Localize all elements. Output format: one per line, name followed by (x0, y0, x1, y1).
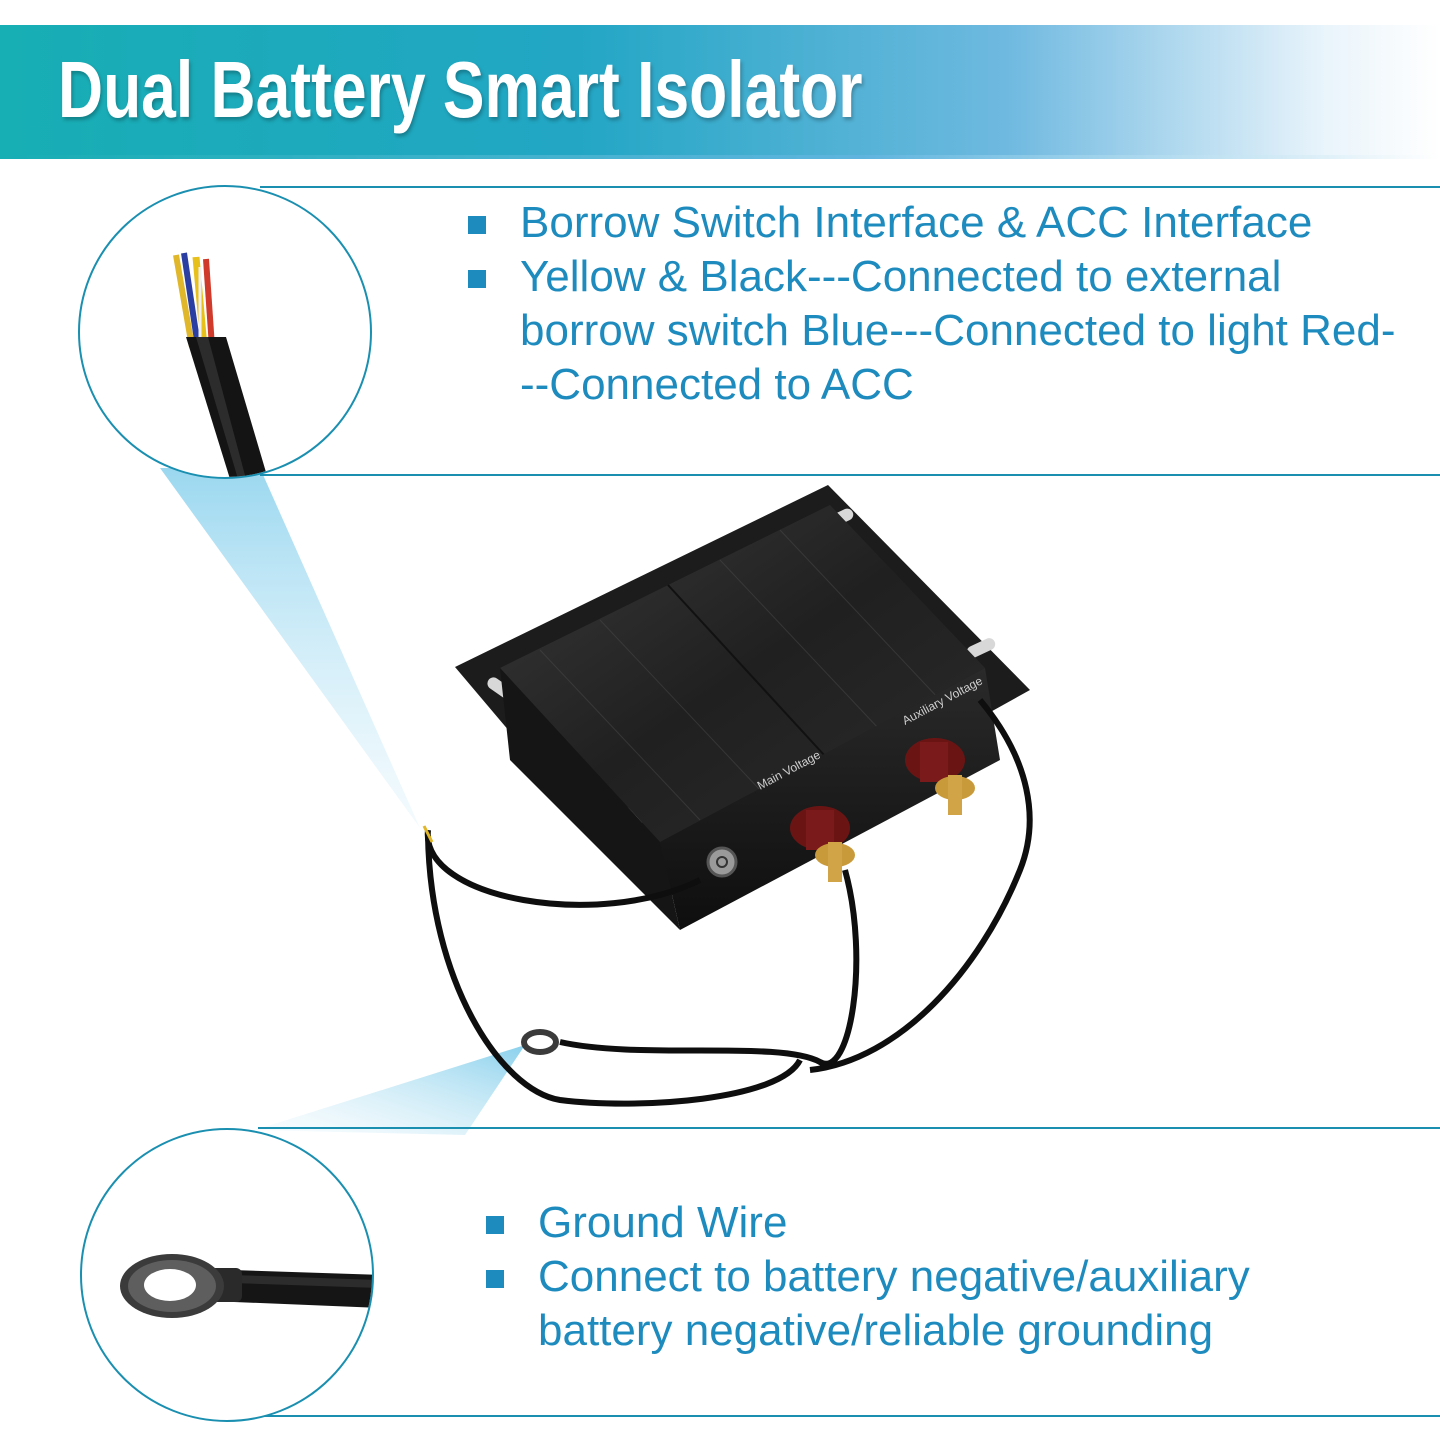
wire-bundle-detail-circle (78, 185, 372, 479)
bottom-beam (255, 1045, 525, 1135)
signal-cable (424, 829, 702, 908)
housing-top (500, 505, 985, 842)
ring-terminal-image (120, 1254, 372, 1318)
top-callout-bottom-rule (260, 474, 1440, 476)
list-item: Ground Wire (486, 1196, 1386, 1250)
bullet-square-icon (468, 216, 486, 234)
mounting-slot (966, 638, 996, 658)
top-callout-list: Borrow Switch Interface & ACC Interface … (468, 196, 1408, 412)
title-banner (0, 25, 1440, 155)
housing-left-side (500, 668, 680, 930)
list-item: Borrow Switch Interface & ACC Interface (468, 196, 1408, 250)
bottom-callout-top-rule (258, 1127, 1440, 1129)
bullet-square-icon (486, 1216, 504, 1234)
aux-cable (809, 698, 1033, 1073)
main-terminal-stud (828, 842, 842, 882)
bullet-square-icon (486, 1270, 504, 1288)
bottom-callout-bottom-rule (258, 1415, 1440, 1417)
push-button (706, 846, 738, 878)
bullet-square-icon (468, 270, 486, 288)
list-item-text: Yellow & Black---Connected to external b… (520, 252, 1396, 409)
ground-ring-terminal (521, 1029, 559, 1055)
housing-front-face (660, 668, 1000, 930)
wire-bundle-image (173, 252, 268, 477)
list-item: Yellow & Black---Connected to external b… (468, 250, 1408, 412)
ground-cable (559, 869, 860, 1067)
list-item-text: Connect to battery negative/auxiliary ba… (538, 1252, 1250, 1355)
aux-terminal-stud (948, 775, 962, 815)
page-title: Dual Battery Smart Isolator (58, 45, 863, 134)
list-item-text: Borrow Switch Interface & ACC Interface (520, 198, 1313, 247)
list-item-text: Ground Wire (538, 1198, 788, 1247)
ring-terminal-detail-circle (80, 1128, 374, 1422)
list-item: Connect to battery negative/auxiliary ba… (486, 1250, 1386, 1358)
title-underline (0, 155, 1440, 159)
top-beam (160, 468, 420, 828)
top-callout-top-rule (260, 186, 1440, 188)
bottom-callout-list: Ground Wire Connect to battery negative/… (486, 1196, 1386, 1358)
